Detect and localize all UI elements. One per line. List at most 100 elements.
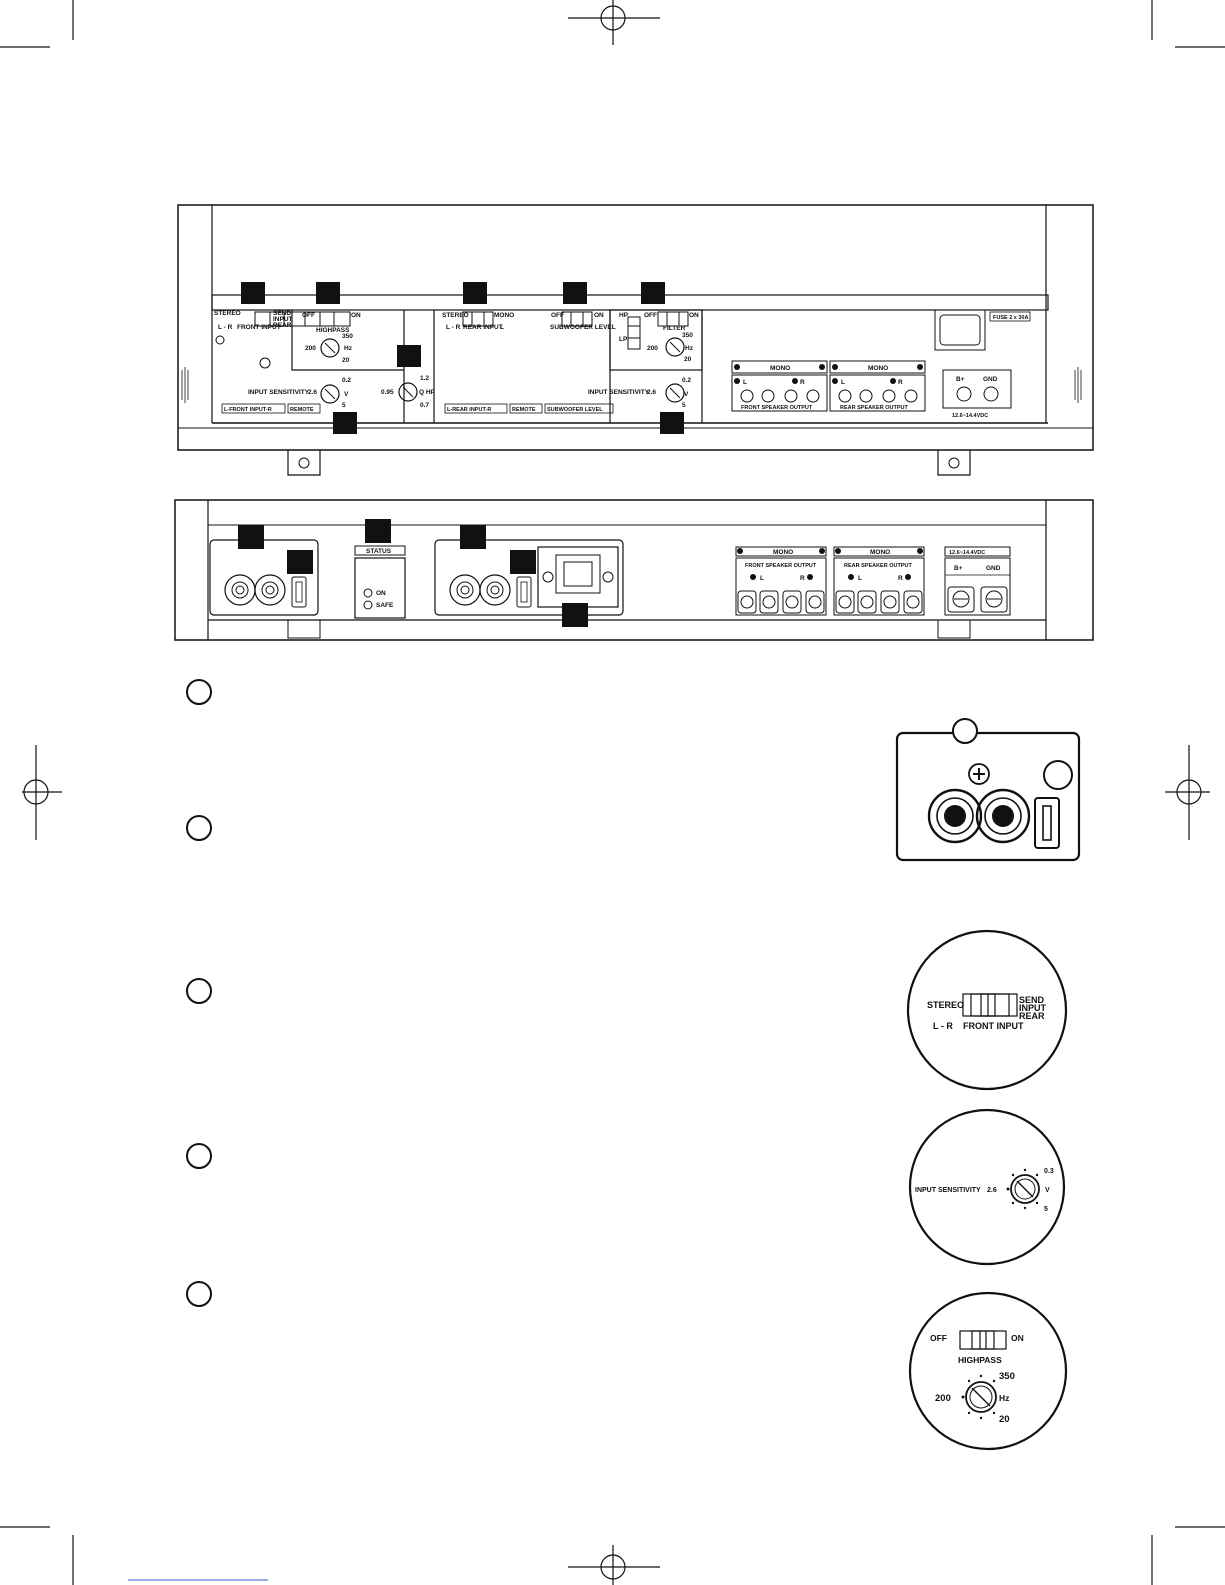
label-stereo: STEREO xyxy=(214,310,241,317)
zoom-label-l-r: L - R xyxy=(933,1021,953,1031)
label-sens-5-front: 5 xyxy=(342,402,346,409)
label-front-l-side: L xyxy=(760,575,764,582)
section-marker-3 xyxy=(186,978,212,1004)
zoom-input-sensitivity: INPUT SENSITIVITY 2.6 0.3 V 5 xyxy=(908,1108,1066,1266)
zoom-label-sens-26: 2.6 xyxy=(987,1187,997,1194)
label-subwoofer-level-top: SUBWOOFER LEVEL xyxy=(550,324,616,331)
label-send: SEND xyxy=(273,310,291,317)
label-front-r: R xyxy=(800,379,805,386)
label-sub-off: OFF xyxy=(551,312,564,319)
label-b-plus-top: B+ xyxy=(956,376,965,383)
label-hp-on: ON xyxy=(351,312,361,319)
label-mono-rear-out: MONO xyxy=(868,365,888,372)
label-rear-input: REAR INPUT xyxy=(463,324,503,331)
zoom-label-hp-20: 20 xyxy=(999,1414,1010,1425)
label-fuse: FUSE 2 x 30A xyxy=(993,315,1028,321)
label-l-front-input-r: L-FRONT INPUT-R xyxy=(224,407,272,413)
label-front-l: L xyxy=(743,379,747,386)
zoom-rca-inputs xyxy=(895,718,1081,862)
zoom-label-hp-on: ON xyxy=(1011,1333,1024,1343)
zoom-label-sens-v: V xyxy=(1045,1187,1050,1194)
label-sens-5-rear: 5 xyxy=(682,402,686,409)
label-sub-on: ON xyxy=(594,312,604,319)
label-sens-v-rear: V xyxy=(684,391,689,398)
label-filter-hz: Hz xyxy=(685,345,694,352)
zoom-label-hp-350: 350 xyxy=(999,1371,1015,1382)
section-marker-4 xyxy=(186,1143,212,1169)
zoom-label-input: INPUT xyxy=(1019,1003,1047,1013)
label-rear-r-side: R xyxy=(898,575,903,582)
label-filter-hp: HP xyxy=(619,312,629,319)
label-front-r-side: R xyxy=(800,575,805,582)
label-front-speaker-output-top: FRONT SPEAKER OUTPUT xyxy=(741,405,813,411)
label-rear-l-side: L xyxy=(858,575,862,582)
zoom-label-hp-hz: Hz xyxy=(999,1393,1009,1403)
label-l-r-rear: L - R xyxy=(446,324,461,331)
label-remote-rear: REMOTE xyxy=(512,407,536,413)
label-status-on: ON xyxy=(376,590,386,597)
label-filter-off: OFF xyxy=(644,312,657,319)
label-rear-speaker-output-top: REAR SPEAKER OUTPUT xyxy=(840,405,908,411)
label-l-rear-input-r: L-REAR INPUT-R xyxy=(447,407,491,413)
label-sens-02-rear: 0.2 xyxy=(682,377,691,384)
label-filter-20: 20 xyxy=(684,356,692,363)
zoom-highpass: OFF ON HIGHPASS 350 200 Hz 20 xyxy=(908,1291,1068,1451)
label-mono-rear: MONO xyxy=(494,312,514,319)
label-rear-speaker-output-side: REAR SPEAKER OUTPUT xyxy=(844,563,912,569)
label-hp-20: 20 xyxy=(342,357,350,364)
label-q-12: 1.2 xyxy=(420,375,429,382)
label-highpass: HIGHPASS xyxy=(316,327,350,334)
label-hp-hz: Hz xyxy=(344,345,353,352)
label-q-095: 0.95 xyxy=(381,389,394,396)
label-filter-on: ON xyxy=(689,312,699,319)
zoom-label-stereo: STEREO xyxy=(927,1000,964,1010)
label-q-07: 0.7 xyxy=(420,402,429,409)
label-q-hp: Q HP xyxy=(419,389,436,396)
zoom-label-sens-03: 0.3 xyxy=(1044,1168,1054,1175)
zoom-input-mode-switch: STEREO SEND INPUT REAR L - R FRONT INPUT xyxy=(906,929,1068,1091)
label-filter-lp: LP xyxy=(619,336,628,343)
label-hp-350: 350 xyxy=(342,333,353,340)
zoom-label-front-input: FRONT INPUT xyxy=(963,1021,1024,1031)
label-status: STATUS xyxy=(366,548,392,555)
label-filter: FILTER xyxy=(663,325,686,332)
zoom-label-input-sensitivity: INPUT SENSITIVITY xyxy=(915,1187,981,1194)
label-mono-rear-side: MONO xyxy=(870,549,890,556)
label-rear-r: R xyxy=(898,379,903,386)
zoom-label-hp-off: OFF xyxy=(930,1333,947,1343)
label-sens-26-front: 2.6 xyxy=(308,389,317,396)
zoom-label-rear: REAR xyxy=(1019,1011,1045,1021)
label-input-sensitivity-rear: INPUT SENSITIVITY xyxy=(588,389,650,396)
label-input: INPUT xyxy=(273,316,293,323)
label-input-sensitivity-front: INPUT SENSITIVITY xyxy=(248,389,310,396)
label-sens-26-rear: 2.6 xyxy=(647,389,656,396)
label-sens-v-front: V xyxy=(344,391,349,398)
label-gnd-top: GND xyxy=(983,376,998,383)
zoom-label-highpass: HIGHPASS xyxy=(958,1355,1002,1365)
label-voltage-side: 12.6~14.4VDC xyxy=(949,550,985,556)
label-subwoofer-level-box: SUBWOOFER LEVEL xyxy=(547,407,603,413)
label-l-rear: L xyxy=(500,324,504,331)
zoom-label-sens-5: 5 xyxy=(1044,1206,1048,1213)
label-stereo-rear: STEREO xyxy=(442,312,469,319)
label-status-safe: SAFE xyxy=(376,602,394,609)
label-front-speaker-output-side: FRONT SPEAKER OUTPUT xyxy=(745,563,817,569)
label-filter-200: 200 xyxy=(647,345,658,352)
label-remote-front: REMOTE xyxy=(290,407,314,413)
label-hp-off: OFF xyxy=(302,312,315,319)
label-rear: REAR xyxy=(273,322,292,329)
label-sens-02-front: 0.2 xyxy=(342,377,351,384)
amplifier-side-panel: STATUS ON SAFE MONO MONO FRONT SPEAKER O… xyxy=(174,499,1094,641)
zoom-label-send: SEND xyxy=(1019,995,1045,1005)
label-voltage-top: 12.6~14.4VDC xyxy=(952,413,988,419)
label-l-r: L - R xyxy=(218,324,233,331)
label-front-input: FRONT INPUT xyxy=(237,324,281,331)
label-mono-front-out: MONO xyxy=(770,365,790,372)
label-hp-200: 200 xyxy=(305,345,316,352)
label-mono-front-side: MONO xyxy=(773,549,793,556)
section-marker-2 xyxy=(186,815,212,841)
amplifier-top-panel: STEREO SEND INPUT REAR L - R FRONT INPUT… xyxy=(177,204,1094,476)
section-marker-5 xyxy=(186,1281,212,1307)
label-rear-l: L xyxy=(841,379,845,386)
